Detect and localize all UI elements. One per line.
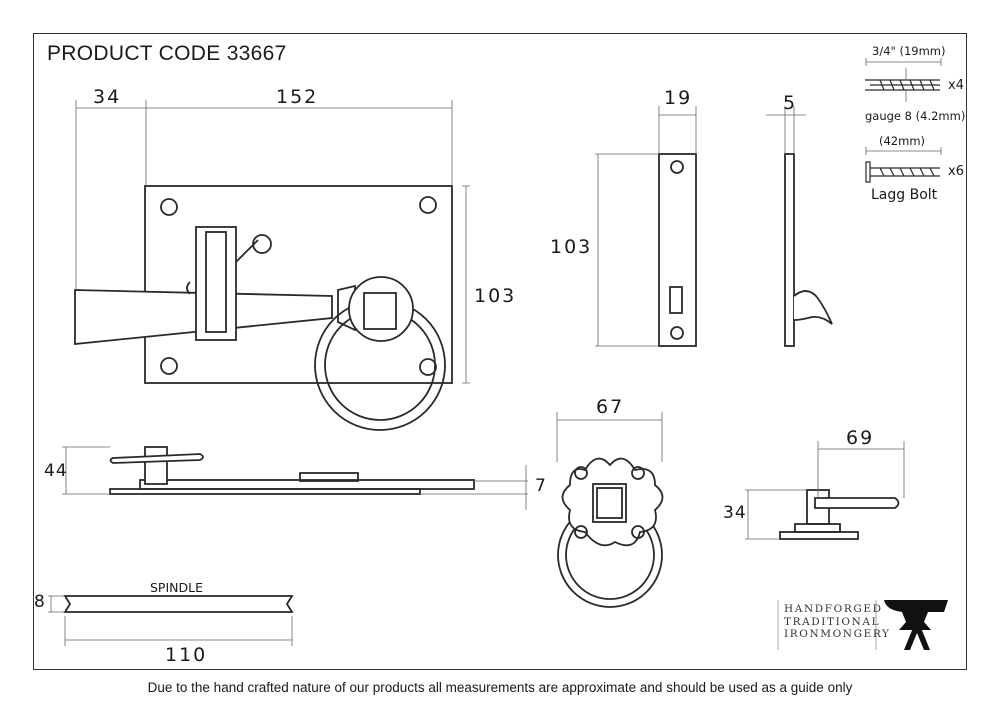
screw-thread bbox=[879, 79, 935, 91]
front-view-latch bbox=[74, 185, 453, 431]
spindle-label: SPINDLE bbox=[150, 580, 203, 595]
dim-handle-projection: 69 bbox=[846, 427, 875, 449]
bolt-thread bbox=[879, 167, 935, 177]
screw-hole bbox=[631, 466, 645, 480]
bolt-icon bbox=[865, 161, 940, 183]
handle-arm bbox=[814, 497, 900, 509]
keeper-staple bbox=[195, 226, 237, 341]
catch-hook bbox=[186, 281, 191, 295]
screw-gauge: gauge 8 (4.2mm) bbox=[865, 109, 966, 123]
bolt-qty: x6 bbox=[948, 164, 964, 179]
screw-hole bbox=[419, 196, 437, 214]
handle-collar bbox=[794, 523, 841, 533]
catch-profile bbox=[793, 290, 833, 325]
dim-spindle-size: 8 bbox=[34, 592, 46, 612]
brand-line-3: IRONMONGERY bbox=[784, 628, 891, 640]
catch-arm bbox=[235, 239, 259, 263]
spindle-boss bbox=[592, 483, 627, 523]
dim-edge-depth: 19 bbox=[664, 87, 693, 109]
dim-plate-thickness: 7 bbox=[535, 476, 547, 496]
screw-hole bbox=[670, 326, 684, 340]
brand-divider bbox=[777, 600, 877, 650]
latch-bar-side bbox=[139, 479, 475, 490]
spindle-drawing bbox=[63, 595, 294, 613]
keeper-side bbox=[299, 472, 359, 482]
handle-side bbox=[109, 453, 204, 464]
spindle-square bbox=[363, 292, 397, 330]
dimension-lines bbox=[48, 58, 942, 646]
dim-rose-width: 67 bbox=[596, 396, 625, 418]
bolt-length: (42mm) bbox=[879, 134, 926, 148]
catch-pivot bbox=[252, 234, 272, 254]
dim-handle-height: 34 bbox=[723, 503, 747, 523]
thin-side-view bbox=[784, 153, 833, 347]
spindle-boss-inner bbox=[596, 487, 623, 519]
side-elevation bbox=[109, 446, 475, 495]
footer-disclaimer: Due to the hand crafted nature of our pr… bbox=[147, 680, 853, 695]
dim-front-height: 103 bbox=[474, 285, 517, 307]
dim-side-height: 44 bbox=[44, 461, 68, 481]
brand-line-1: HANDFORGED bbox=[784, 603, 883, 615]
brand-text: HANDFORGED TRADITIONAL IRONMONGERY bbox=[784, 603, 891, 641]
rose-ring-view bbox=[557, 457, 664, 608]
thin-plate bbox=[784, 153, 795, 347]
bolt-name: Lagg Bolt bbox=[871, 187, 938, 203]
dim-edge-height: 103 bbox=[550, 236, 593, 258]
screw-hole bbox=[160, 198, 178, 216]
screw-hole bbox=[670, 160, 684, 174]
anvil-icon bbox=[884, 600, 948, 650]
handle-side-view bbox=[779, 489, 900, 540]
screw-qty: x4 bbox=[948, 78, 964, 93]
spindle-bar bbox=[63, 595, 294, 613]
brand-line-2: TRADITIONAL bbox=[784, 615, 881, 628]
screw-hole bbox=[419, 358, 437, 376]
dim-thickness: 5 bbox=[783, 92, 798, 114]
edge-plate bbox=[658, 153, 697, 347]
screw-hole bbox=[574, 466, 588, 480]
screw-length: 3/4" (19mm) bbox=[872, 44, 946, 58]
dim-front-width: 152 bbox=[276, 86, 319, 108]
slot bbox=[669, 286, 683, 314]
drawing-frame bbox=[33, 33, 967, 670]
product-code-title: PRODUCT CODE 33667 bbox=[47, 42, 287, 65]
edge-view bbox=[658, 153, 697, 347]
backplate bbox=[144, 185, 453, 384]
screw-hole bbox=[631, 525, 645, 539]
keeper-inner bbox=[205, 231, 227, 333]
staple-side bbox=[144, 446, 168, 485]
fixings-drawing bbox=[865, 79, 940, 183]
handle-base bbox=[779, 531, 859, 540]
screw-hole bbox=[160, 357, 178, 375]
dim-front-left: 34 bbox=[93, 86, 122, 108]
dim-spindle-length: 110 bbox=[165, 644, 208, 666]
screw-hole bbox=[574, 525, 588, 539]
